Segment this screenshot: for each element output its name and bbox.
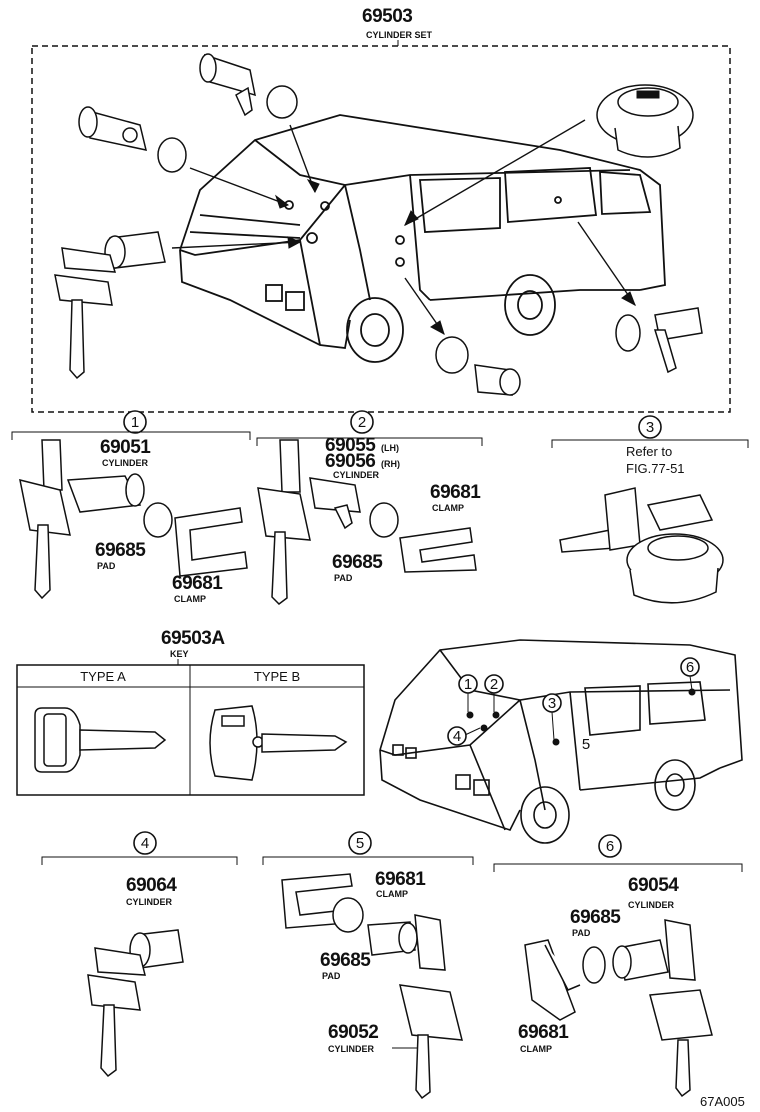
section-4: 4 69064 CYLINDER [41, 831, 238, 1078]
section-2-number: 2 [358, 414, 366, 431]
section-4-cylinder-number: 69064 [126, 875, 177, 896]
section-6: 6 69054 CYLINDER 69685 PAD 69681 CLAMP [493, 834, 743, 1098]
van-illustration-locations [379, 639, 743, 844]
section-1-pad-label: PAD [97, 561, 116, 571]
section-5-cylinder-label: CYLINDER [328, 1044, 375, 1054]
section-1: 1 69051 CYLINDER 69685 PAD 69681 CLAMP [11, 410, 251, 604]
section-5-pad-number: 69685 [320, 950, 371, 971]
section-3-number: 3 [646, 419, 654, 436]
section-6-pad-label: PAD [572, 928, 591, 938]
section-6-cylinder-number: 69054 [628, 875, 679, 896]
section-2-lh-label: (LH) [381, 443, 399, 453]
van-callout-3: 3 [548, 695, 556, 712]
section-1-cylinder-number: 69051 [100, 437, 151, 458]
section-1-cylinder-label: CYLINDER [102, 458, 149, 468]
section-5-pad-label: PAD [322, 971, 341, 981]
section-5-number: 5 [356, 835, 364, 852]
section-6-clamp-number: 69681 [518, 1022, 569, 1043]
section-5-clamp-label: CLAMP [376, 889, 408, 899]
section-4-cylinder-label: CYLINDER [126, 897, 173, 907]
section-6-clamp-label: CLAMP [520, 1044, 552, 1054]
van-callout-5: 5 [582, 736, 590, 753]
van-callout-2: 2 [490, 676, 498, 693]
key-section: 69503A KEY TYPE A TYPE B [16, 628, 365, 796]
figure-code: 67A005 [700, 1094, 745, 1109]
section-6-pad-number: 69685 [570, 907, 621, 928]
key-label: KEY [170, 649, 189, 659]
section-3: 3 Refer to FIG.77-51 [551, 415, 749, 604]
section-1-number: 1 [131, 414, 139, 431]
section-2-rh-label: (RH) [381, 459, 400, 469]
section-2-cylinder-label: CYLINDER [333, 470, 380, 480]
section-2-pad-number: 69685 [332, 552, 383, 573]
key-type-a-label: TYPE A [80, 669, 126, 684]
section-1-clamp-number: 69681 [172, 573, 223, 594]
section-2: 2 69055 (LH) 69056 (RH) CYLINDER 69681 C… [256, 410, 483, 605]
key-type-b-label: TYPE B [254, 669, 300, 684]
section-2-cylinder-rh-number: 69056 [325, 451, 375, 472]
cylinder-parts-top [54, 53, 703, 396]
section-3-figure-ref: FIG.77-51 [626, 461, 685, 476]
section-6-number: 6 [606, 838, 614, 855]
section-5-cylinder-number: 69052 [328, 1022, 378, 1043]
section-1-pad-number: 69685 [95, 540, 146, 561]
section-4-number: 4 [141, 835, 149, 852]
key-part-number: 69503A [161, 628, 225, 649]
van-callout-6: 6 [686, 659, 694, 676]
section-3-refer-to: Refer to [626, 444, 672, 459]
cylinder-set-part-number: 69503 [362, 6, 412, 27]
section-2-pad-label: PAD [334, 573, 353, 583]
van-illustration-top [179, 114, 666, 363]
cylinder-set-label: CYLINDER SET [366, 30, 433, 40]
van-callout-4: 4 [453, 728, 461, 745]
section-2-cylinder-lh-number: 69055 [325, 435, 376, 456]
van-location-callouts: 1 2 3 4 5 6 [447, 657, 700, 753]
van-callout-1: 1 [464, 676, 472, 693]
cylinder-set-dashed-box [31, 45, 731, 413]
section-5-clamp-number: 69681 [375, 869, 426, 890]
section-2-clamp-label: CLAMP [432, 503, 464, 513]
section-2-clamp-number: 69681 [430, 482, 481, 503]
section-6-cylinder-label: CYLINDER [628, 900, 675, 910]
section-5: 5 69681 CLAMP 69685 PAD 69052 CYLINDER [262, 831, 474, 1100]
section-1-clamp-label: CLAMP [174, 594, 206, 604]
